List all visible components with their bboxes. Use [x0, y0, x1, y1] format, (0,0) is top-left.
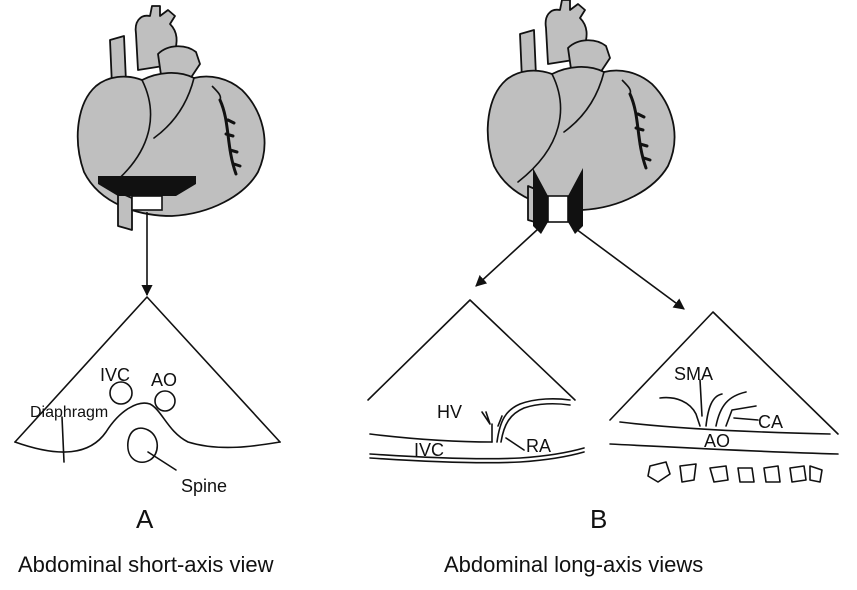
panel-a-caption: Abdominal short-axis view	[18, 552, 274, 577]
ao-label-b: AO	[704, 431, 730, 451]
long-axis-sector-left	[367, 299, 585, 464]
panel-b-caption: Abdominal long-axis views	[444, 552, 703, 577]
panel-b: HV IVC RA SMA CA AO B Abdomi	[367, 0, 839, 577]
panel-a-letter: A	[136, 504, 154, 534]
panel-b-letter: B	[590, 504, 607, 534]
heart-illustration-a	[76, 4, 267, 232]
ultrasound-probe-longitudinal	[533, 168, 583, 234]
ivc-label-b: IVC	[414, 440, 444, 460]
short-axis-sector	[14, 296, 281, 471]
arrow-b-left	[475, 228, 539, 287]
ivc-label-a: IVC	[100, 365, 130, 385]
ultrasound-probe-transverse	[98, 176, 196, 211]
sma-label: SMA	[674, 364, 713, 384]
ra-label: RA	[526, 436, 551, 456]
panel-a: IVC AO Diaphragm Spine A Abdominal short…	[14, 4, 281, 577]
long-axis-sector-right	[609, 311, 839, 455]
ao-label-a: AO	[151, 370, 177, 390]
diaphragm-label: Diaphragm	[30, 404, 108, 421]
ca-label: CA	[758, 412, 783, 432]
arrow-b-right	[575, 228, 685, 310]
vertebrae	[647, 461, 823, 483]
spine-label: Spine	[181, 476, 227, 496]
hv-label: HV	[437, 402, 462, 422]
